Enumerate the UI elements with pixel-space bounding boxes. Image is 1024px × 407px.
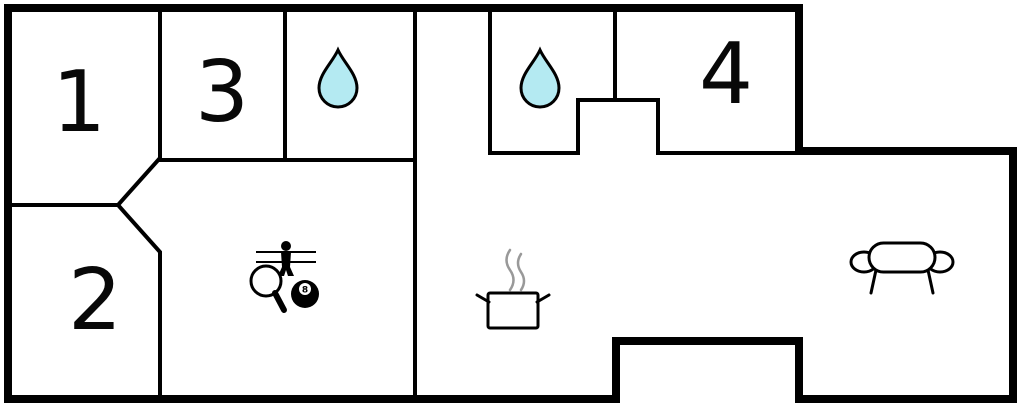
sofa-body	[867, 241, 937, 274]
room-2-label: 2	[68, 251, 122, 350]
foosball-player-icon	[278, 252, 294, 276]
wall-room1-room2	[6, 156, 162, 397]
table-tennis-paddle-icon	[249, 264, 283, 298]
foosball-player-icon	[281, 241, 291, 251]
room-3-label: 3	[195, 43, 249, 142]
steam-icon	[516, 252, 526, 292]
room-4-label: 4	[699, 25, 753, 124]
eight-ball-highlight	[299, 283, 311, 295]
steam-icon	[505, 248, 515, 292]
wall-bathroom2-room4-bottom	[488, 98, 801, 155]
interior-walls	[6, 6, 801, 397]
sofa-leg	[926, 268, 935, 295]
game-room-icons: 8	[249, 241, 319, 313]
exterior-wall	[4, 4, 1017, 403]
pot-handle-left	[475, 293, 491, 304]
sofa-icon	[849, 241, 955, 295]
pot-handle-right	[535, 293, 551, 304]
sofa-leg	[869, 268, 878, 295]
table-tennis-paddle-handle	[272, 290, 287, 313]
cooking-pot-icon	[486, 291, 540, 330]
eight-ball-number: 8	[302, 286, 308, 296]
water-drop-icon	[519, 46, 561, 109]
room-1-label: 1	[52, 53, 106, 152]
kitchen-icons	[475, 248, 551, 330]
water-drop-icon	[317, 46, 359, 109]
